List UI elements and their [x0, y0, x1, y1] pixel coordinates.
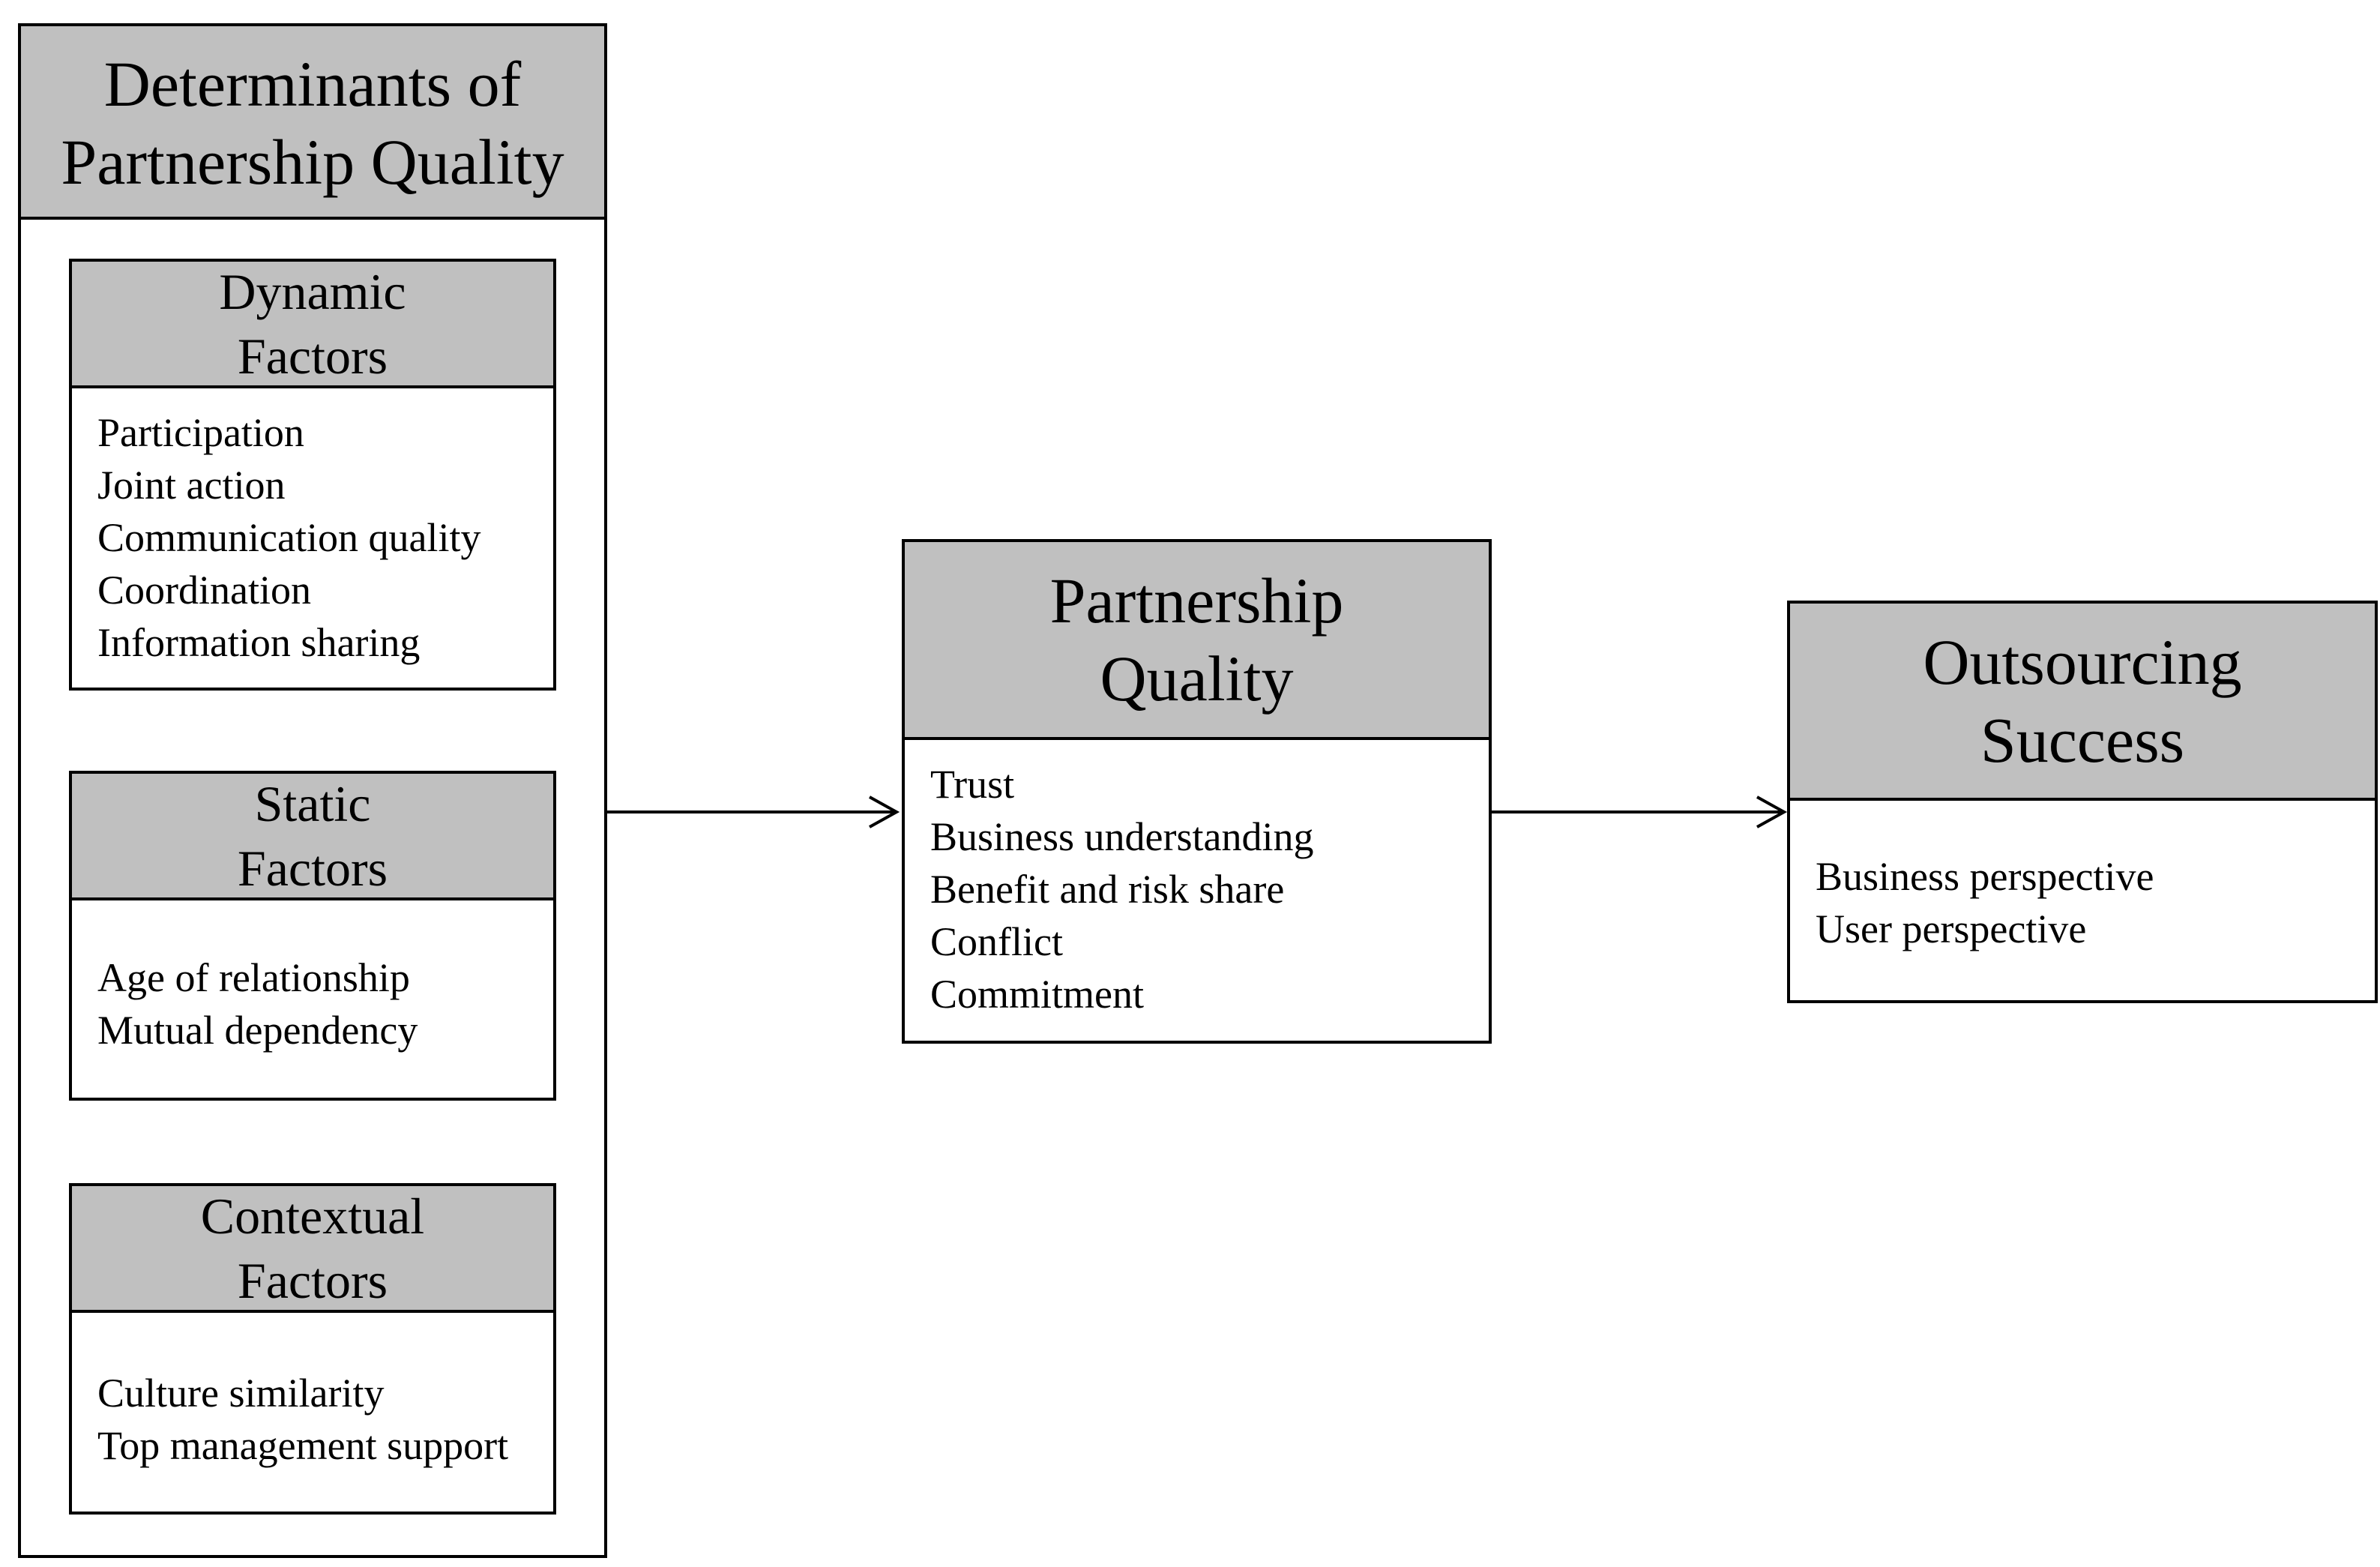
- contextual-factors-list: Culture similarity Top management suppor…: [72, 1313, 553, 1472]
- list-item: Benefit and risk share: [930, 867, 1285, 912]
- static-factors-list: Age of relationship Mutual dependency: [72, 900, 553, 1056]
- list-item: Business understanding: [930, 814, 1314, 859]
- static-factors-title-line1: Static: [254, 775, 371, 832]
- arrow-determinants-to-partnership-quality: [607, 795, 900, 828]
- outsourcing-success-box: Outsourcing Success Business perspective…: [1787, 601, 2378, 1003]
- list-item: Joint action: [97, 463, 286, 508]
- dynamic-factors-title-line1: Dynamic: [219, 262, 406, 320]
- list-item: Communication quality: [97, 515, 481, 560]
- list-item: Age of relationship: [97, 955, 410, 1000]
- outsourcing-success-header: Outsourcing Success: [1790, 604, 2375, 801]
- list-item: Conflict: [930, 919, 1063, 964]
- outsourcing-success-title-line1: Outsourcing: [1923, 625, 2242, 698]
- list-item: Mutual dependency: [97, 1008, 418, 1053]
- outsourcing-success-list: Business perspective User perspective: [1790, 801, 2375, 955]
- list-item: Business perspective: [1816, 854, 2154, 899]
- list-item: Trust: [930, 762, 1015, 807]
- list-item: Participation: [97, 410, 304, 455]
- partnership-quality-title-line2: Quality: [1100, 643, 1294, 715]
- determinants-title-line2: Partnership Quality: [61, 126, 564, 198]
- partnership-quality-box: Partnership Quality Trust Business under…: [902, 539, 1492, 1044]
- contextual-factors-header: Contextual Factors: [72, 1186, 553, 1313]
- list-item: Culture similarity: [97, 1371, 385, 1416]
- partnership-quality-header: Partnership Quality: [905, 542, 1489, 740]
- partnership-quality-list: Trust Business understanding Benefit and…: [905, 740, 1489, 1020]
- dynamic-factors-title-line2: Factors: [237, 327, 388, 385]
- determinants-title-line1: Determinants of: [103, 48, 522, 120]
- list-item: Information sharing: [97, 620, 421, 665]
- dynamic-factors-box: Dynamic Factors Participation Joint acti…: [69, 259, 556, 691]
- static-factors-header: Static Factors: [72, 774, 553, 900]
- list-item: Coordination: [97, 568, 311, 613]
- static-factors-title-line2: Factors: [237, 839, 388, 897]
- partnership-quality-title-line1: Partnership: [1049, 565, 1344, 637]
- list-item: Commitment: [930, 972, 1145, 1017]
- outsourcing-success-title-line2: Success: [1980, 703, 2185, 776]
- list-item: Top management support: [97, 1423, 509, 1468]
- contextual-factors-box: Contextual Factors Culture similarity To…: [69, 1183, 556, 1515]
- contextual-factors-title-line1: Contextual: [200, 1187, 425, 1245]
- list-item: User perspective: [1816, 906, 2087, 951]
- contextual-factors-title-line2: Factors: [237, 1251, 388, 1309]
- dynamic-factors-header: Dynamic Factors: [72, 262, 553, 388]
- static-factors-box: Static Factors Age of relationship Mutua…: [69, 771, 556, 1101]
- arrow-partnership-quality-to-outsourcing-success: [1492, 795, 1788, 828]
- dynamic-factors-list: Participation Joint action Communication…: [72, 388, 553, 669]
- determinants-header: Determinants of Partnership Quality: [21, 26, 604, 220]
